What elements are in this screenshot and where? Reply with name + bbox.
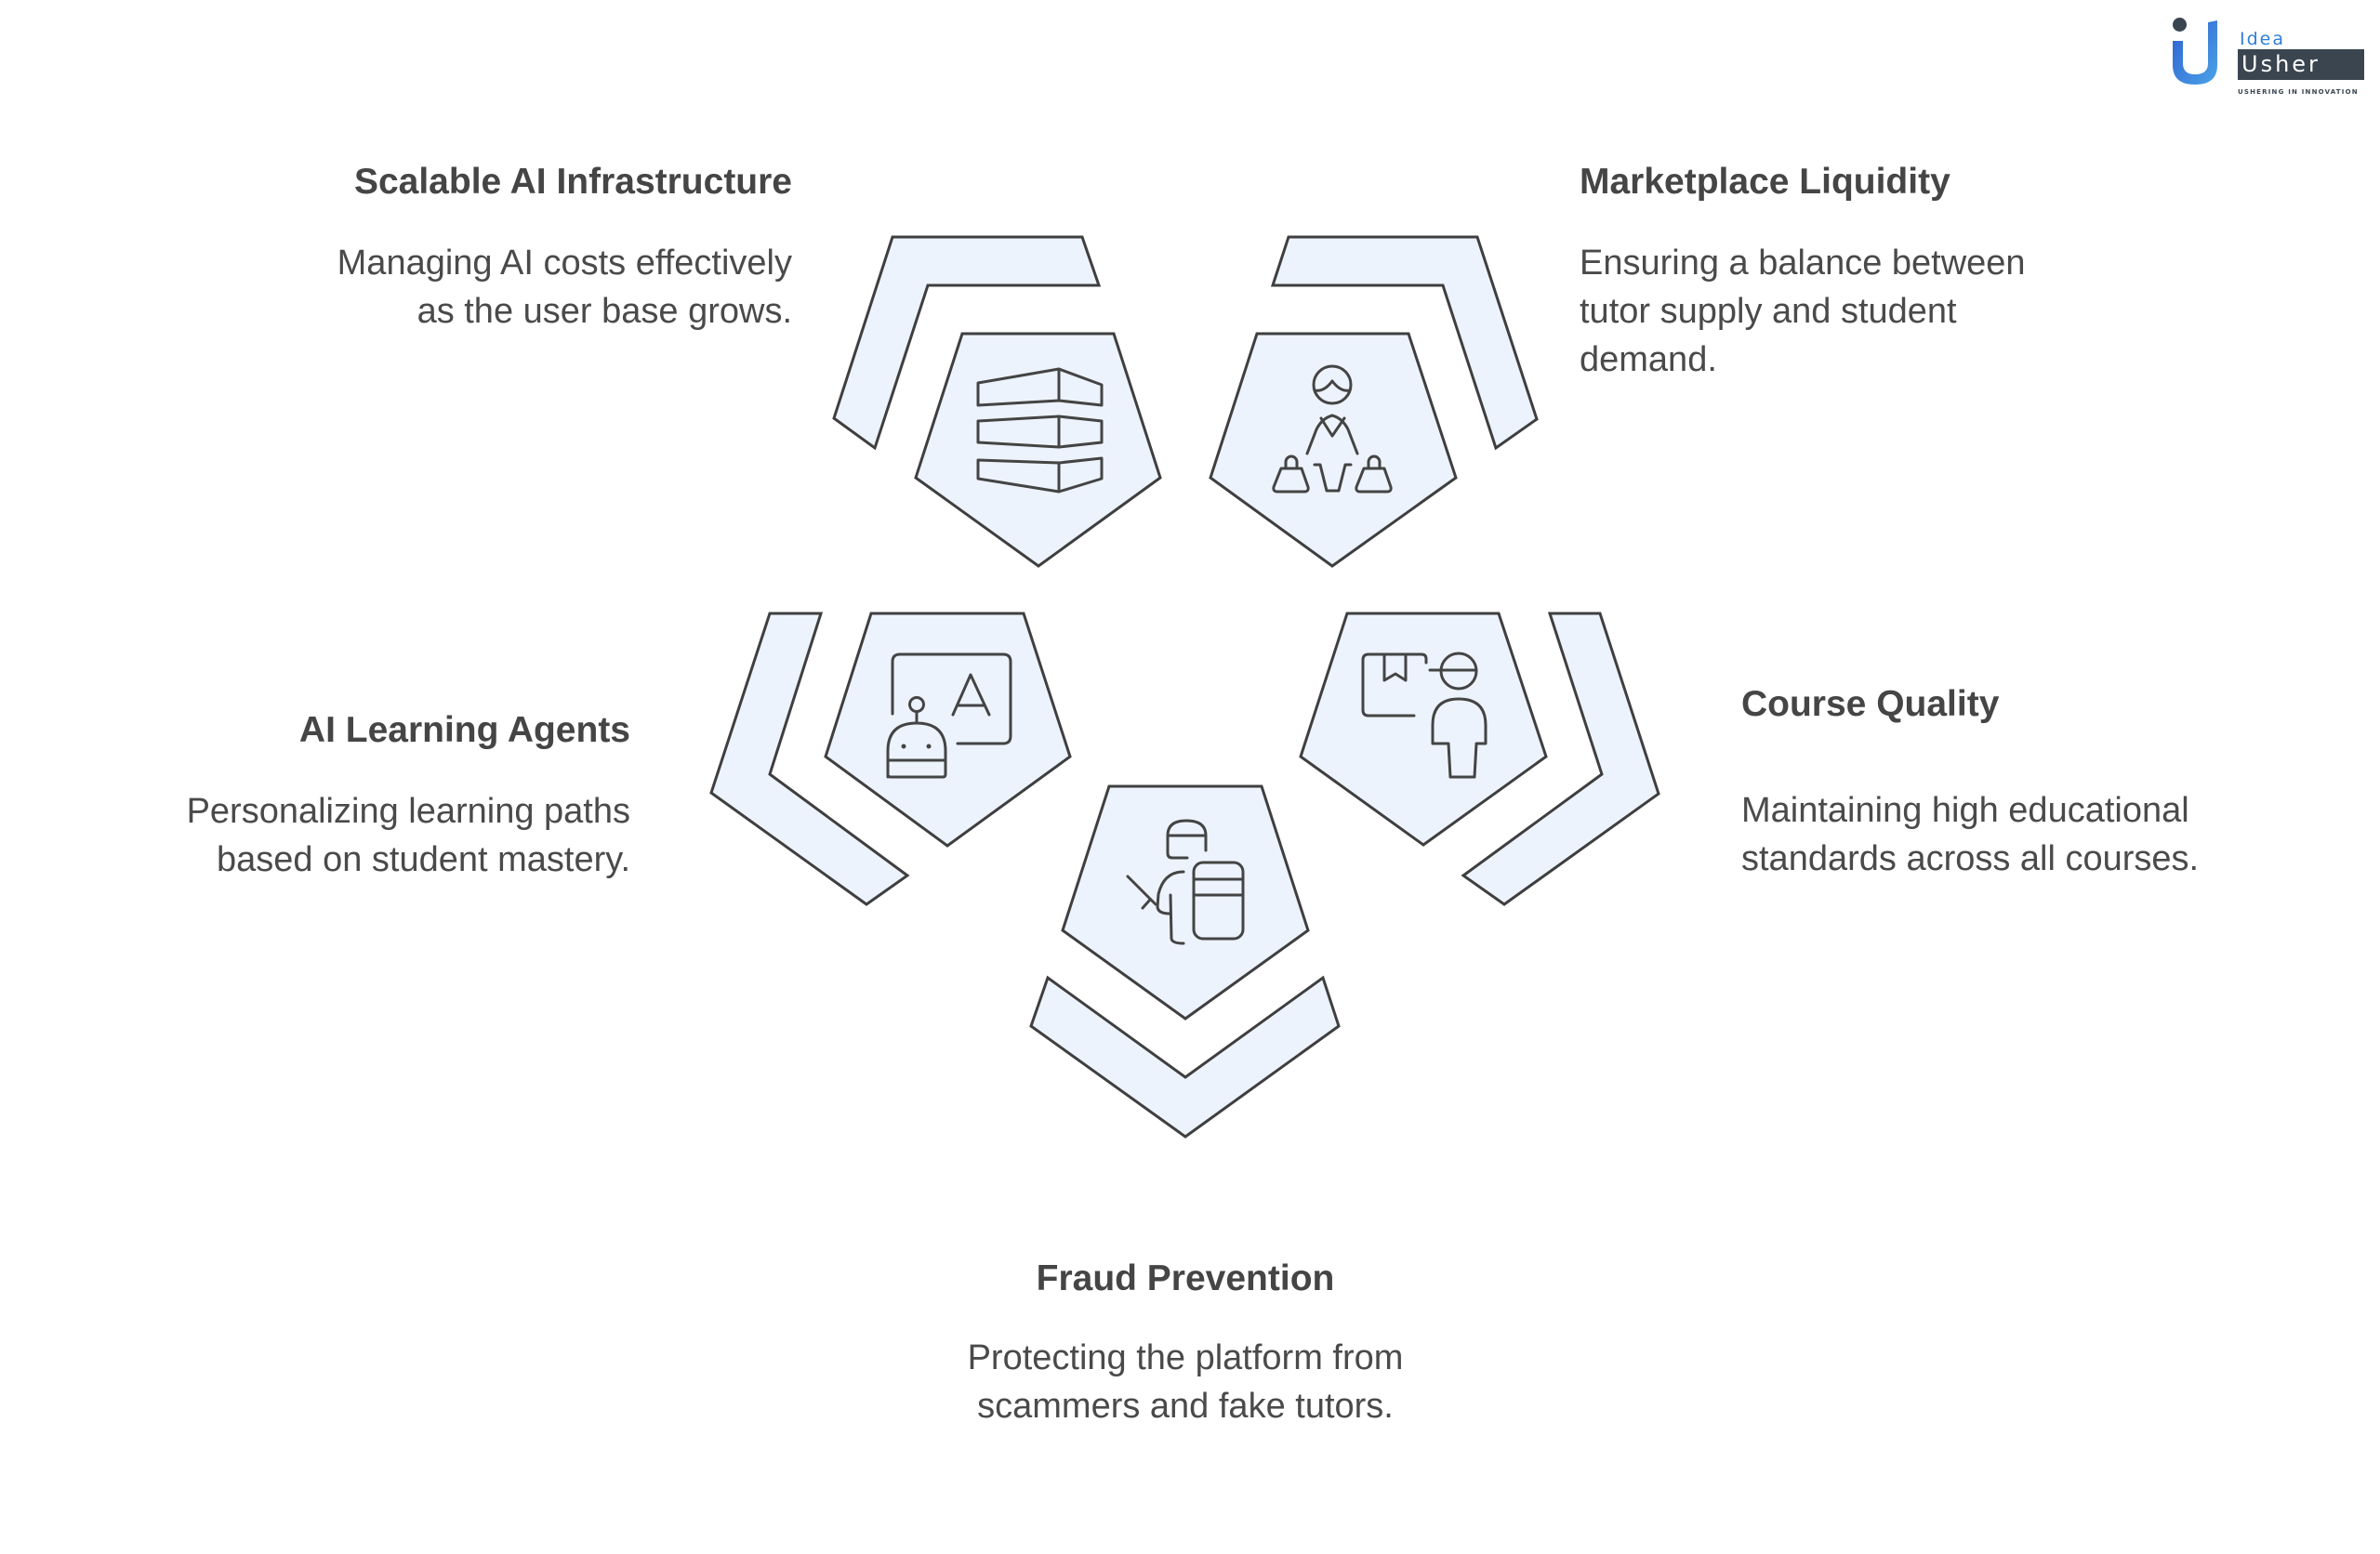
logo-u-mark-icon xyxy=(2173,20,2217,85)
item-title: Course Quality xyxy=(1741,684,2000,724)
description-line: Managing AI costs effectively xyxy=(337,244,792,283)
idea-usher-logo: Idea Usher USHERING IN INNOVATION xyxy=(2164,11,2371,100)
item-description: Maintaining high educational standards a… xyxy=(1741,786,2199,883)
description-line: scammers and fake tutors. xyxy=(977,1387,1394,1426)
logo-brand-top: Idea xyxy=(2240,29,2285,49)
pentagon-shape xyxy=(1061,784,1310,1021)
description-line: Ensuring a balance between xyxy=(1580,244,2026,283)
robot-teacher-board-icon xyxy=(886,652,1012,779)
description-line: Maintaining high educational xyxy=(1741,791,2189,830)
pentagon-shape xyxy=(1209,332,1458,568)
bracket-shape xyxy=(1270,235,1539,451)
pentagon-shape xyxy=(1299,612,1548,847)
segment-course-quality xyxy=(1299,612,1660,906)
package-inspector-icon xyxy=(1361,652,1488,779)
item-title: Marketplace Liquidity xyxy=(1580,162,1950,202)
pentagon-shape xyxy=(824,612,1072,848)
item-description: Ensuring a balance between tutor supply … xyxy=(1580,239,2026,384)
description-line: Personalizing learning paths xyxy=(186,792,630,831)
chevron-shape xyxy=(1029,975,1341,1139)
segment-marketplace-liquidity xyxy=(1209,235,1539,568)
security-guard-shield-icon xyxy=(1126,819,1245,945)
logo-brand-bottom: Usher xyxy=(2238,49,2364,80)
bracket-shape xyxy=(709,612,910,906)
description-line: as the user base grows. xyxy=(416,292,792,331)
bracket-shape xyxy=(1461,612,1660,906)
segment-scalable-ai-infrastructure xyxy=(832,235,1162,568)
item-description: Managing AI costs effectively as the use… xyxy=(337,239,792,336)
logo-tagline: USHERING IN INNOVATION xyxy=(2238,88,2359,96)
segment-fraud-prevention xyxy=(1029,784,1341,1139)
item-title: Scalable AI Infrastructure xyxy=(353,162,792,202)
description-line: demand. xyxy=(1580,340,1717,379)
seller-with-bags-icon xyxy=(1272,364,1393,494)
logo-dot xyxy=(2173,18,2187,32)
server-stack-icon xyxy=(976,367,1104,494)
item-title: Fraud Prevention xyxy=(1036,1258,1335,1298)
description-line: tutor supply and student xyxy=(1580,292,1957,331)
item-description: Personalizing learning paths based on st… xyxy=(187,787,630,884)
item-title: AI Learning Agents xyxy=(298,710,630,750)
bracket-shape xyxy=(832,235,1102,451)
description-line: Protecting the platform from xyxy=(967,1338,1404,1377)
item-description: Protecting the platform from scammers an… xyxy=(906,1334,1464,1430)
description-line: based on student mastery. xyxy=(217,840,630,879)
segment-ai-learning-agents xyxy=(709,612,1072,906)
description-line: standards across all courses. xyxy=(1741,839,2200,878)
pentagon-shape xyxy=(914,332,1162,568)
